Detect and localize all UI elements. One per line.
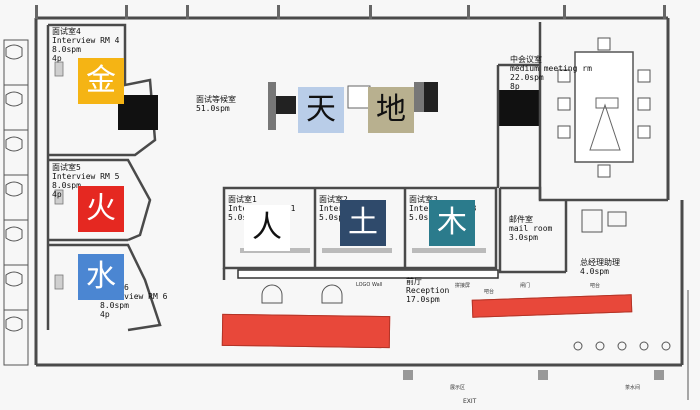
- exit-label: EXIT: [463, 398, 477, 405]
- room-meeting-en: medium meeting rm: [510, 64, 592, 73]
- room-waiting-area: 51.0spm: [196, 104, 230, 113]
- counter-label-1: 吧台: [484, 289, 495, 295]
- room-mail-cn: 邮件室: [509, 215, 533, 224]
- room-rm4-en: Interview RM 4: [52, 36, 120, 45]
- interview-rooms-center-walls: [222, 186, 498, 280]
- black-door-block-meeting: [498, 90, 540, 126]
- room-rm2-cn: 面试室2: [319, 195, 348, 204]
- logo-wall-label: LOGO Wall: [356, 282, 383, 288]
- room-label-reception: 前厅 Reception 17.0spm: [406, 277, 449, 304]
- room-label-interview-rm4: 面试室4 Interview RM 4 8.0spm 4p: [52, 27, 119, 63]
- logo-wall: [237, 269, 499, 279]
- room-rm6-cap: 4p: [100, 310, 110, 319]
- room-label-assistant: 总经理助理 4.0spm: [580, 258, 620, 276]
- room-label-mail: 邮件室 mail room 3.0spm: [509, 215, 552, 242]
- reception-chairs: [261, 284, 343, 304]
- right-stools: [573, 290, 689, 400]
- room-label-meeting: 中会议室 medium meeting rm 22.0spm 8p: [510, 55, 592, 91]
- tile-water: 水: [78, 254, 124, 300]
- bottom-columns: [403, 370, 664, 380]
- room-rm5-en: Interview RM 5: [52, 172, 120, 181]
- tile-gold: 金: [78, 58, 124, 104]
- top-columns: [35, 5, 666, 19]
- room-label-interview-rm5: 面试室5 Interview RM 5 8.0spm 4p: [52, 163, 119, 199]
- room-mail-area: 3.0spm: [509, 233, 538, 242]
- pantry-label: 茶水间: [625, 385, 641, 391]
- tile-heaven: 天: [298, 87, 344, 133]
- outer-walls: [34, 16, 684, 367]
- room-rm6-en: Interview RM 6: [100, 292, 168, 301]
- right-rooms-walls: [496, 22, 668, 274]
- interview-rooms-left-walls: [46, 23, 162, 332]
- left-workstations: [3, 39, 29, 366]
- tile-soil-char: 土: [348, 205, 378, 240]
- room-assistant-cn: 总经理助理: [580, 258, 620, 267]
- tile-earth-char: 地: [376, 92, 406, 127]
- waiting-partitions: [268, 82, 438, 130]
- room-rm4-cn: 面试室4: [52, 27, 81, 36]
- tile-wood-char: 木: [437, 205, 467, 240]
- room-meeting-cn: 中会议室: [510, 55, 542, 64]
- counter-label-2: 吧台: [590, 283, 601, 289]
- tile-earth: 地: [368, 87, 414, 133]
- room-rm2-area: 5.0spm: [319, 213, 348, 222]
- display-label: 展示区: [450, 385, 466, 391]
- room-rm3-cn: 面试室3: [409, 195, 438, 204]
- tile-soil: 土: [340, 200, 386, 246]
- tile-water-char: 水: [86, 259, 116, 294]
- gate-label: 闸门: [520, 283, 531, 289]
- meeting-chairs: [557, 37, 651, 178]
- room-rm3-area: 5.0spm: [409, 213, 438, 222]
- tile-wood: 木: [429, 200, 475, 246]
- room-assistant-area: 4.0spm: [580, 267, 609, 276]
- room-meeting-area: 22.0spm: [510, 73, 544, 82]
- tile-human-char: 人: [252, 210, 282, 245]
- room-mail-en: mail room: [509, 224, 553, 233]
- tile-heaven-char: 天: [306, 92, 336, 127]
- room-reception-area: 17.0spm: [406, 295, 440, 304]
- room-rm5-cap: 4p: [52, 190, 62, 199]
- meeting-table: [574, 51, 634, 163]
- tile-human: 人: [244, 205, 290, 251]
- tile-fire-char: 火: [86, 191, 116, 226]
- room-meeting-cap: 8p: [510, 82, 520, 91]
- room-reception-cn: 前厅: [406, 277, 422, 286]
- reception-counter-left: [221, 313, 391, 349]
- room-rm6-area: 8.0spm: [100, 301, 129, 310]
- room-rm1-area: 5.0spm: [228, 213, 257, 222]
- black-door-block-rm4: [118, 95, 158, 130]
- room-rm4-area: 8.0spm: [52, 45, 81, 54]
- room-label-waiting: 面试等候室 51.0spm: [196, 95, 236, 113]
- interview-left-furniture: [54, 61, 64, 290]
- room-rm1-cn: 面试室1: [228, 195, 257, 204]
- room-rm5-area: 8.0spm: [52, 181, 81, 190]
- assistant-desk: [581, 209, 627, 233]
- room-rm4-cap: 4p: [52, 54, 62, 63]
- room-rm5-cn: 面试室5: [52, 163, 81, 172]
- tile-gold-char: 金: [86, 63, 116, 98]
- room-waiting-cn: 面试等候室: [196, 95, 236, 104]
- screen-label: 拼接屏: [455, 283, 471, 289]
- tile-fire: 火: [78, 186, 124, 232]
- room-reception-en: Reception: [406, 286, 450, 295]
